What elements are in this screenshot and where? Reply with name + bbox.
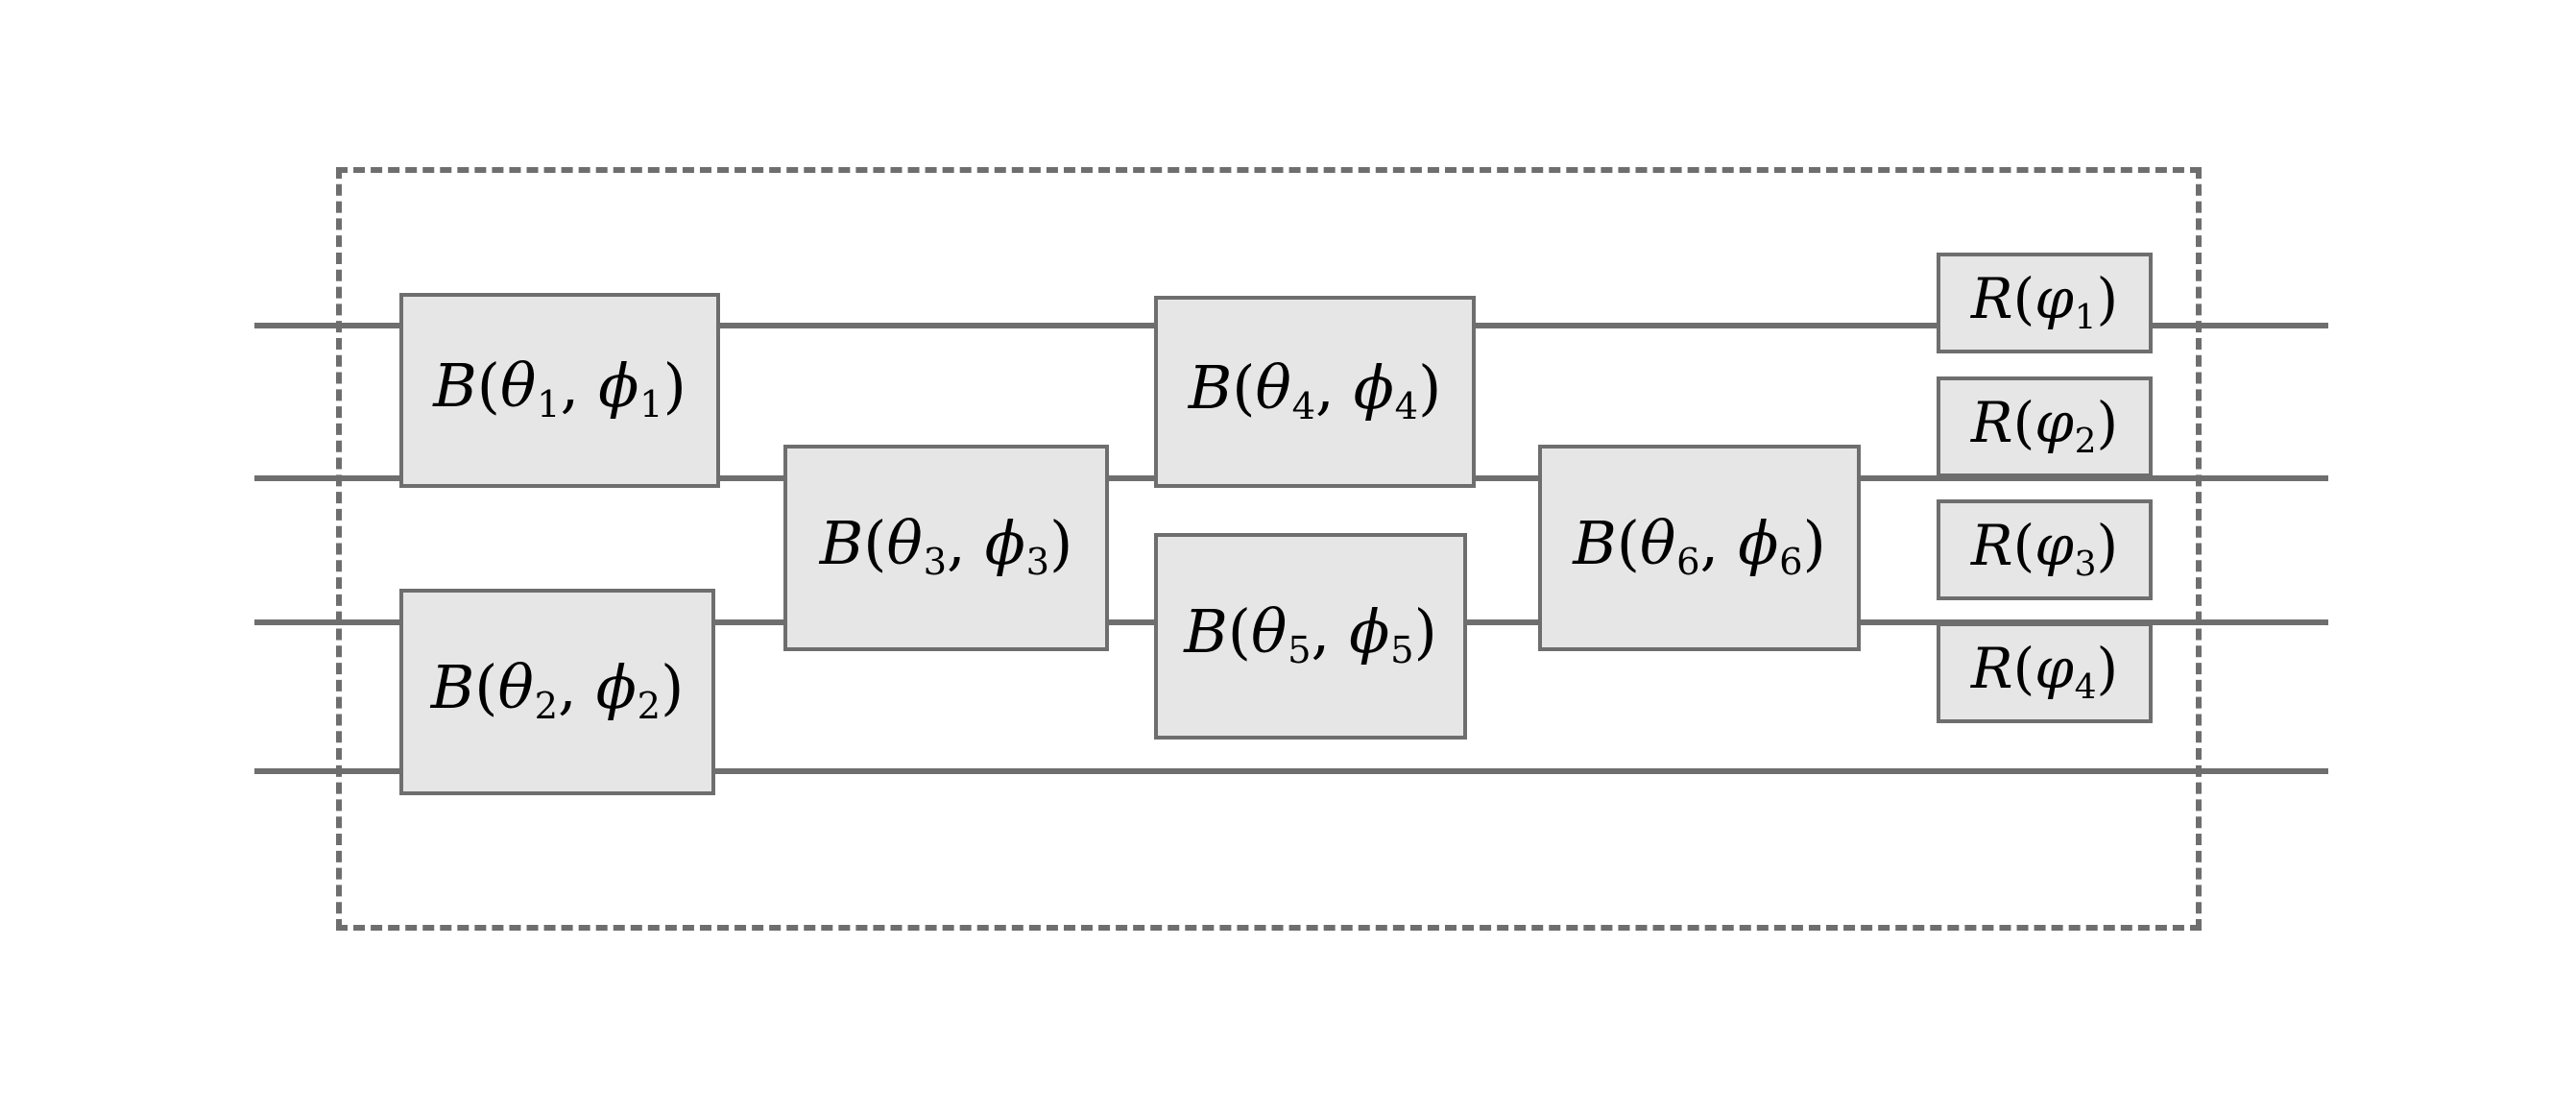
gate-b3-label: B(θ3, ϕ3)	[819, 508, 1073, 585]
gate-b4-label: B(θ4, ϕ4)	[1188, 352, 1442, 428]
gate-b5[interactable]: B(θ5, ϕ5)	[1154, 533, 1467, 740]
gate-b1[interactable]: B(θ1, ϕ1)	[399, 293, 720, 488]
gate-r1-label: R(φ1)	[1970, 266, 2119, 337]
gate-b1-label: B(θ1, ϕ1)	[433, 351, 686, 427]
gate-r3-label: R(φ3)	[1970, 513, 2119, 584]
circuit-group-dashed-box	[336, 167, 2202, 931]
gate-r1[interactable]: R(φ1)	[1937, 253, 2153, 353]
wire-4	[254, 768, 2328, 774]
gate-b5-label: B(θ5, ϕ5)	[1184, 596, 1437, 673]
gate-b2-label: B(θ2, ϕ2)	[430, 652, 685, 729]
gate-r4-label: R(φ4)	[1970, 636, 2119, 707]
gate-r2[interactable]: R(φ2)	[1937, 376, 2153, 477]
gate-r4[interactable]: R(φ4)	[1937, 622, 2153, 723]
gate-b6[interactable]: B(θ6, ϕ6)	[1538, 445, 1861, 651]
gate-b2[interactable]: B(θ2, ϕ2)	[399, 589, 715, 795]
gate-b6-label: B(θ6, ϕ6)	[1573, 508, 1826, 585]
gate-r3[interactable]: R(φ3)	[1937, 499, 2153, 600]
gate-r2-label: R(φ2)	[1970, 390, 2119, 461]
gate-b3[interactable]: B(θ3, ϕ3)	[783, 445, 1109, 651]
gate-b4[interactable]: B(θ4, ϕ4)	[1154, 296, 1476, 488]
